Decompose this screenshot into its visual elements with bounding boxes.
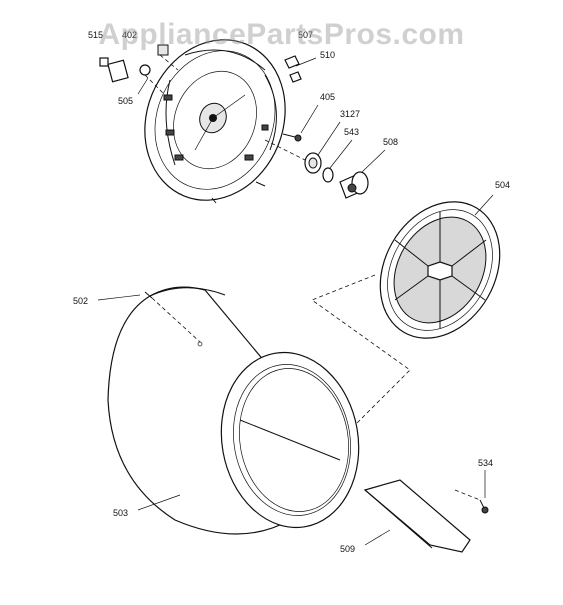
rear-bearing-parts bbox=[264, 121, 386, 199]
callout-543: 543 bbox=[344, 127, 359, 137]
rear-bulkhead bbox=[144, 39, 286, 204]
callout-505: 505 bbox=[118, 96, 133, 106]
leader-510 bbox=[295, 57, 317, 67]
screw-534 bbox=[454, 470, 489, 514]
callout-402: 402 bbox=[122, 30, 137, 40]
callout-534: 534 bbox=[478, 458, 493, 468]
drum-rear-panel-504 bbox=[379, 194, 501, 339]
callout-510: 510 bbox=[320, 50, 335, 60]
leader-503 bbox=[137, 494, 181, 511]
callout-509: 509 bbox=[340, 544, 355, 554]
leader-505 bbox=[137, 77, 149, 95]
callout-515: 515 bbox=[88, 30, 103, 40]
callout-3127: 3127 bbox=[340, 109, 360, 119]
callout-507: 507 bbox=[298, 30, 313, 40]
callout-502: 502 bbox=[73, 296, 88, 306]
drum-baffle-509 bbox=[363, 479, 471, 553]
dryer-drum-503 bbox=[107, 286, 360, 535]
callout-labels: 515 402 507 505 510 405 3127 543 508 504… bbox=[73, 30, 510, 554]
callout-405: 405 bbox=[320, 92, 335, 102]
thermostat-parts bbox=[99, 44, 302, 96]
screw-502 bbox=[97, 291, 201, 343]
callout-504: 504 bbox=[495, 180, 510, 190]
callout-503: 503 bbox=[113, 508, 128, 518]
screw-405 bbox=[282, 104, 319, 142]
callout-508: 508 bbox=[383, 137, 398, 147]
